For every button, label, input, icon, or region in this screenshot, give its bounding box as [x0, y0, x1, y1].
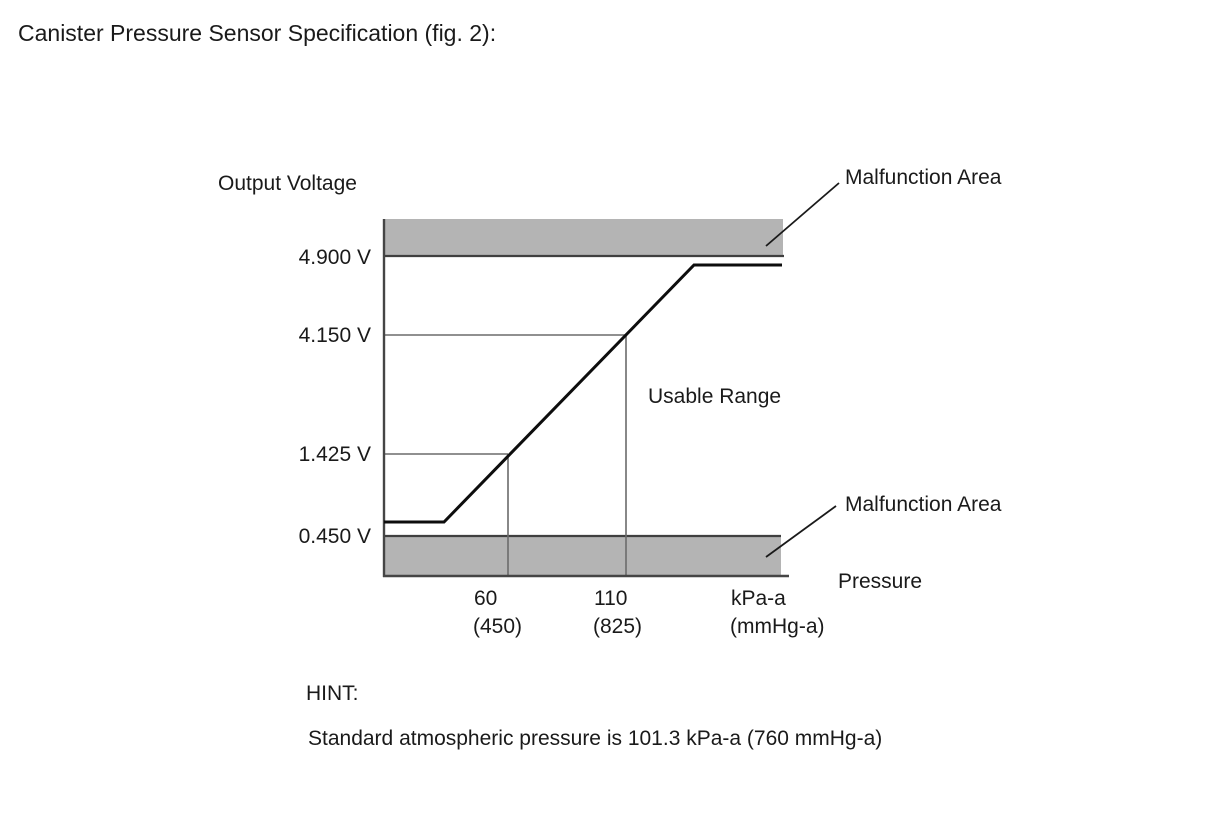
page-title: Canister Pressure Sensor Specification (…: [18, 20, 496, 46]
y-tick-4150mv: 4.150 V: [299, 324, 371, 347]
leader-line-malfunction-bottom: [765, 505, 837, 558]
x-unit-mmhg: (mmHg-a): [730, 615, 825, 638]
x-tick-110: 110: [594, 587, 627, 610]
x-tick-60: 60: [474, 587, 497, 610]
y-axis-title: Output Voltage: [218, 172, 357, 195]
hint-text: Standard atmospheric pressure is 101.3 k…: [308, 727, 882, 750]
y-tick-1425mv: 1.425 V: [299, 443, 371, 466]
malfunction-area-label-bottom: Malfunction Area: [845, 493, 1002, 516]
x-unit-kpa: kPa-a: [731, 587, 786, 610]
leader-line-malfunction-top: [765, 182, 840, 247]
sensor-output-curve: [384, 263, 782, 524]
hint-label: HINT:: [306, 682, 359, 705]
malfunction-area-label-top: Malfunction Area: [845, 166, 1002, 189]
x-tick-825: (825): [593, 615, 642, 638]
y-tick-4900mv: 4.900 V: [299, 246, 371, 269]
y-tick-450mv: 0.450 V: [299, 525, 371, 548]
malfunction-band-bottom: [385, 537, 781, 575]
malfunction-band-top: [385, 219, 783, 256]
usable-range-label: Usable Range: [648, 385, 781, 408]
x-axis-title: Pressure: [838, 570, 922, 593]
x-tick-450: (450): [473, 615, 522, 638]
